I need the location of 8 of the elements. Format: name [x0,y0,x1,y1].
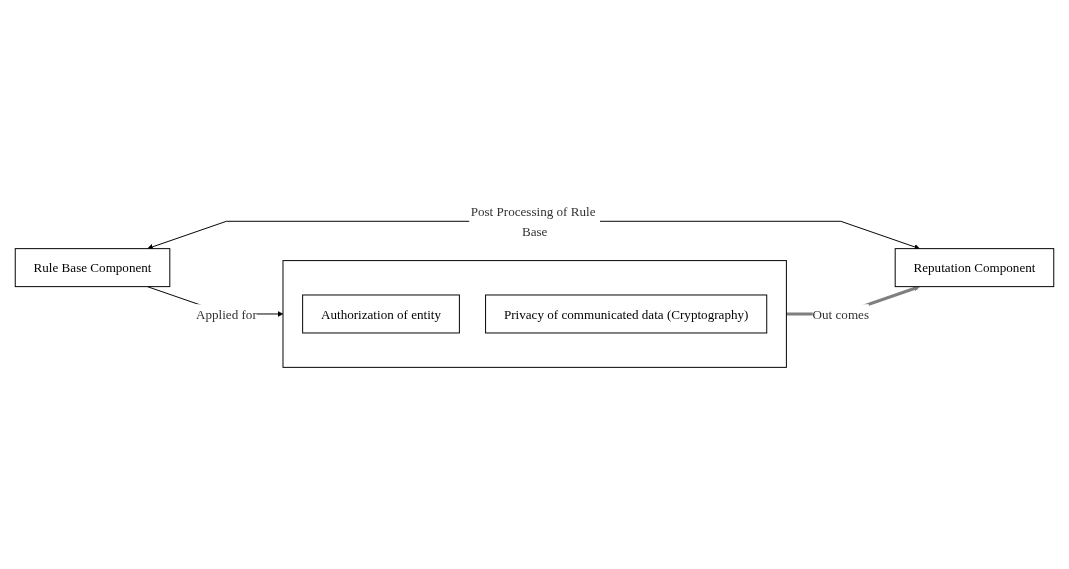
node-box: Privacy of communicated data (Cryptography) [485,294,768,334]
edge-label: Out comes [812,306,869,322]
edge-label: Post Processing of Rule Base [470,204,596,239]
cluster [282,260,787,368]
node-box: Reputation Component [894,248,1055,288]
edge-label: Applied for [196,306,257,322]
node-box: Authorization of entity [302,294,460,334]
node-box: Rule Base Component [14,248,171,288]
